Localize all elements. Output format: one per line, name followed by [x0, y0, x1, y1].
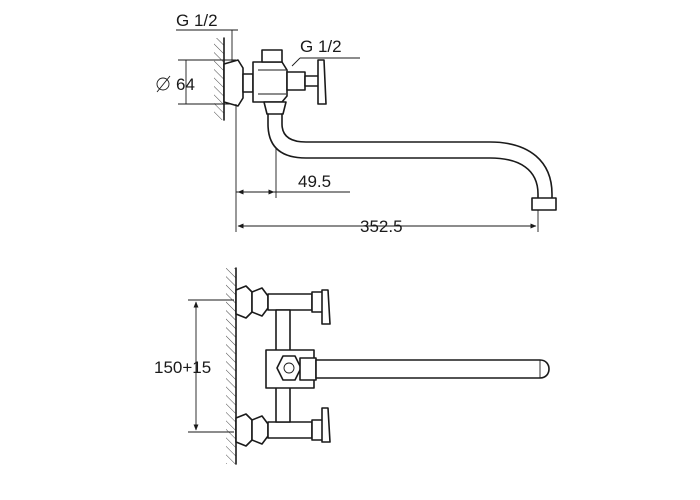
label-dim-spacing: 150+15	[154, 358, 211, 377]
label-diameter: 64	[176, 75, 195, 94]
rosette-side	[223, 59, 244, 107]
valve-body-side	[252, 49, 306, 103]
label-dim-long: 352.5	[360, 217, 403, 236]
diameter-dimension	[156, 59, 236, 105]
dim-short-side	[235, 104, 350, 232]
label-thread-wall: G 1/2	[176, 11, 218, 30]
mixer-body-front	[265, 349, 317, 389]
swivel-nut-side	[263, 101, 287, 115]
cross-handle-side	[304, 59, 327, 105]
label-thread-body: G 1/2	[300, 37, 342, 56]
label-dim-short: 49.5	[298, 172, 331, 191]
riser-lower	[275, 385, 291, 423]
spout-side	[267, 113, 539, 199]
wall-front	[226, 267, 237, 465]
lower-inlet-front	[235, 407, 331, 447]
front-view	[188, 267, 550, 465]
diameter-symbol-icon	[156, 77, 170, 91]
spout-front	[315, 359, 550, 379]
wall-side	[214, 37, 225, 121]
upper-inlet-front	[235, 285, 331, 325]
riser-upper	[275, 309, 291, 353]
side-view	[156, 29, 557, 232]
dim-long-side	[237, 210, 539, 232]
aerator-side	[531, 197, 557, 211]
dim-spacing-front	[188, 299, 234, 433]
